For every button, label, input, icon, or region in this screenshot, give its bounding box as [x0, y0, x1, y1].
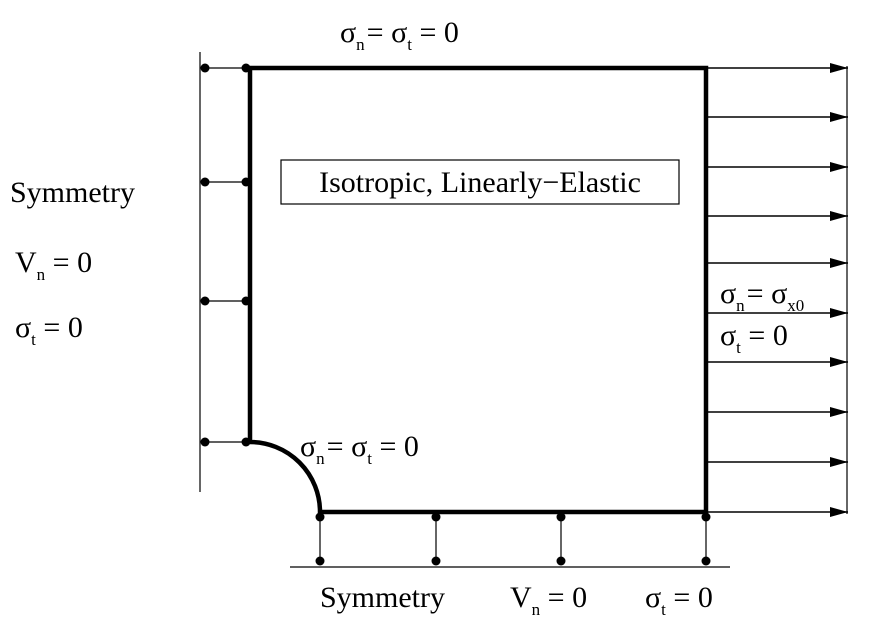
- bottom-roller-supports: [290, 517, 730, 568]
- left-shear-stress-label: σt = 0: [15, 311, 83, 349]
- left-symmetry-label: Symmetry: [10, 176, 135, 209]
- bottom-roller-pins: [315, 512, 711, 566]
- right-normal-stress-label: σn= σx0: [720, 277, 804, 315]
- left-normal-displacement-label: Vn = 0: [15, 246, 92, 284]
- hole-boundary-condition: σn= σt = 0: [300, 430, 419, 468]
- bottom-normal-displacement-label: Vn = 0: [510, 581, 587, 619]
- material-label-box: [280, 159, 680, 205]
- left-roller-supports: [199, 52, 246, 492]
- domain-boundary: [247, 65, 709, 515]
- bottom-shear-stress-label: σt = 0: [645, 581, 713, 619]
- right-shear-stress-label: σt = 0: [720, 319, 788, 357]
- material-label: Isotropic, Linearly−Elastic: [319, 166, 641, 199]
- top-boundary-condition: σn= σt = 0: [340, 16, 459, 54]
- left-roller-pins: [200, 63, 251, 447]
- bottom-symmetry-label: Symmetry: [320, 581, 445, 614]
- applied-traction-arrows: [708, 63, 848, 517]
